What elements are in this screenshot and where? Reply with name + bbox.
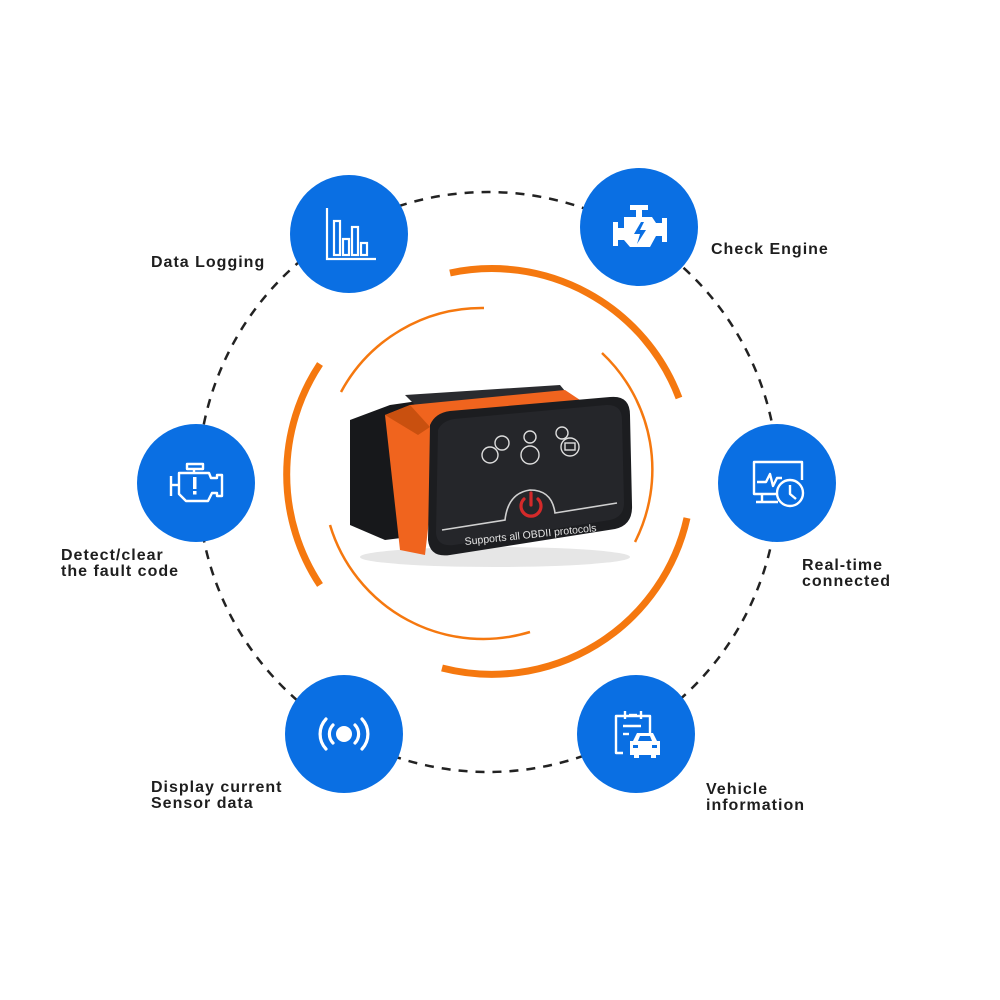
feature-vehicle-info (577, 675, 695, 793)
obd-device: Supports all OBDII protocols (350, 385, 633, 567)
label-detect-clear: Detect/clear the fault code (61, 547, 180, 580)
clipboard-car-icon (614, 711, 660, 758)
indicator-icons (481, 426, 580, 465)
outer-arc-left (283, 362, 323, 587)
outer-arc-bottom-right (441, 517, 691, 678)
feature-detect-clear (137, 424, 255, 542)
orange-arcs (283, 265, 691, 678)
label-check-engine: Check Engine (711, 241, 829, 258)
feature-sensor-data (285, 675, 403, 793)
label-sensor-data: Display current Sensor data (151, 779, 283, 812)
monitor-clock-icon (752, 460, 805, 508)
label-vehicle-info: Vehicle information (706, 781, 805, 814)
obd-device-image: Supports all OBDII protocols (330, 375, 635, 570)
bluetooth-icon (481, 446, 499, 464)
bar-chart-icon (325, 208, 376, 261)
inner-arc-right (601, 352, 654, 543)
inner-arc-bottom-left (328, 524, 531, 641)
signal-broadcast-icon (318, 717, 370, 751)
engine-warning-icon (169, 462, 224, 503)
feature-check-engine (580, 168, 698, 286)
label-real-time: Real-time connected (802, 557, 892, 590)
inner-arc-top-left (339, 306, 485, 393)
car-icon (520, 445, 540, 465)
outer-arc-top-right (449, 265, 683, 400)
power-icon (519, 491, 543, 518)
feature-real-time (718, 424, 836, 542)
battery-icon (560, 437, 580, 457)
engine-lightning-icon (613, 205, 667, 247)
label-data-logging: Data Logging (151, 254, 266, 271)
feature-data-logging (290, 175, 408, 293)
